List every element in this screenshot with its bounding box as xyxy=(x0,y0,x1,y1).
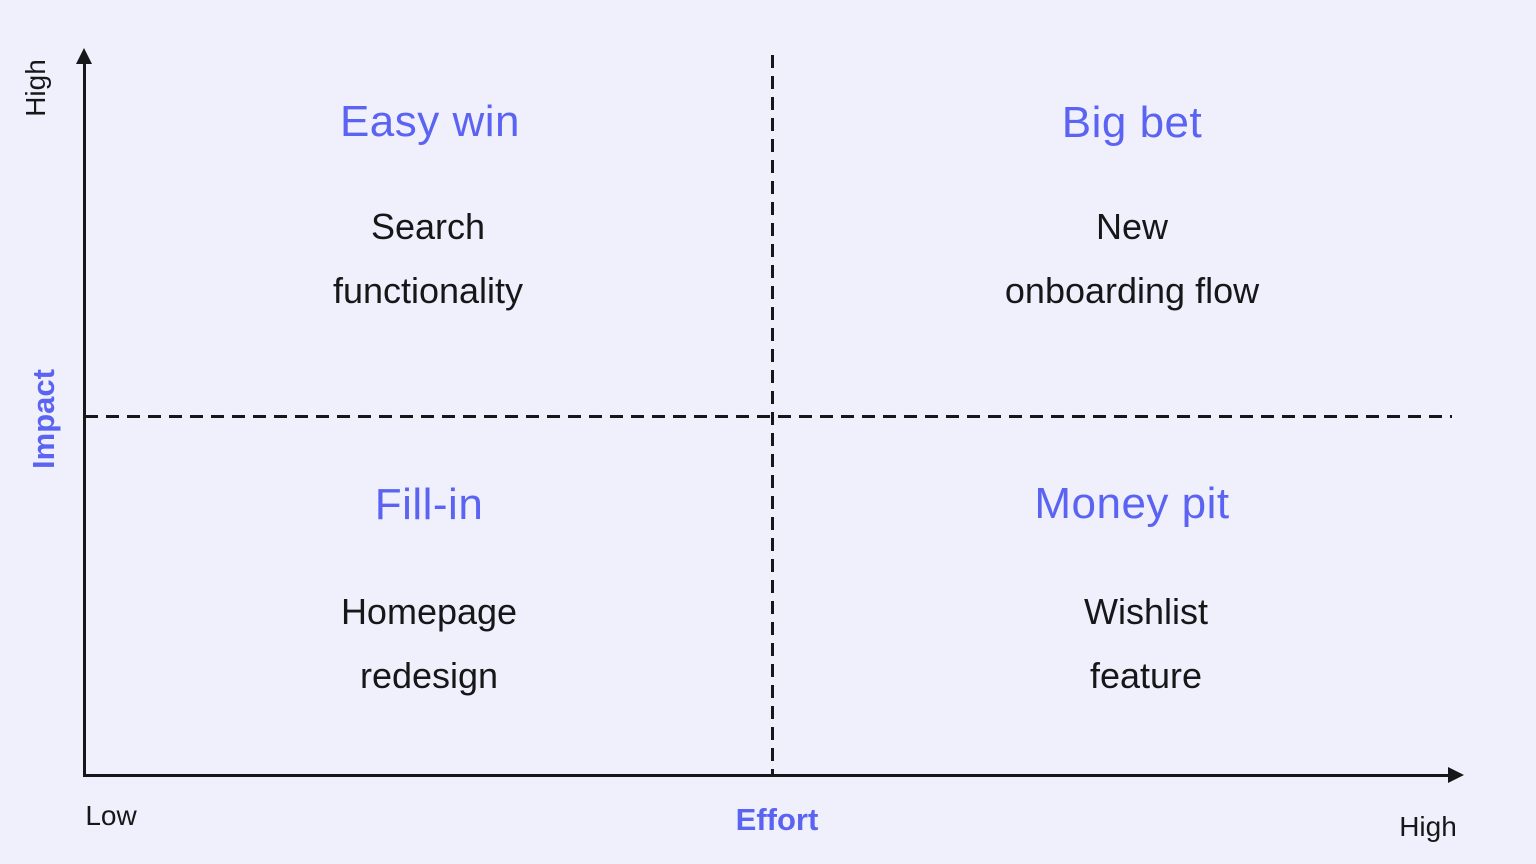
x-axis-name-label: Effort xyxy=(735,802,819,837)
quadrant-title-big-bet: Big bet xyxy=(1061,98,1203,147)
quadrant-item-line: New xyxy=(1095,206,1169,247)
quadrant-item-bottom-right: Wishlist feature xyxy=(1084,580,1208,708)
quadrant-item-line: onboarding flow xyxy=(1004,270,1260,311)
quadrant-item-top-right: New onboarding flow xyxy=(1005,195,1259,323)
vertical-dashed-divider xyxy=(771,55,774,775)
y-axis-name-label: Impact xyxy=(26,369,61,469)
x-axis-high-label: High xyxy=(1399,811,1457,842)
y-axis-arrow-up-icon xyxy=(76,48,92,64)
horizontal-dashed-divider xyxy=(85,415,1452,418)
quadrant-title-easy-win: Easy win xyxy=(339,97,521,146)
quadrant-title-fill-in: Fill-in xyxy=(374,480,484,529)
quadrant-item-top-left: Search functionality xyxy=(333,195,523,323)
x-axis-low-label: Low xyxy=(85,800,137,831)
x-axis-arrow-right-icon xyxy=(1448,767,1464,783)
x-axis-line xyxy=(83,774,1450,777)
quadrant-item-line: Wishlist xyxy=(1084,591,1208,632)
quadrant-title-money-pit: Money pit xyxy=(1034,479,1230,528)
y-axis-line xyxy=(83,58,86,777)
quadrant-item-line: Homepage xyxy=(340,591,518,632)
quadrant-item-line: redesign xyxy=(359,655,499,696)
y-axis-high-label: High xyxy=(20,59,51,117)
quadrant-item-line: functionality xyxy=(332,270,524,311)
quadrant-item-bottom-left: Homepage redesign xyxy=(341,580,517,708)
quadrant-item-line: Search xyxy=(370,206,486,247)
quadrant-item-line: feature xyxy=(1089,655,1203,696)
